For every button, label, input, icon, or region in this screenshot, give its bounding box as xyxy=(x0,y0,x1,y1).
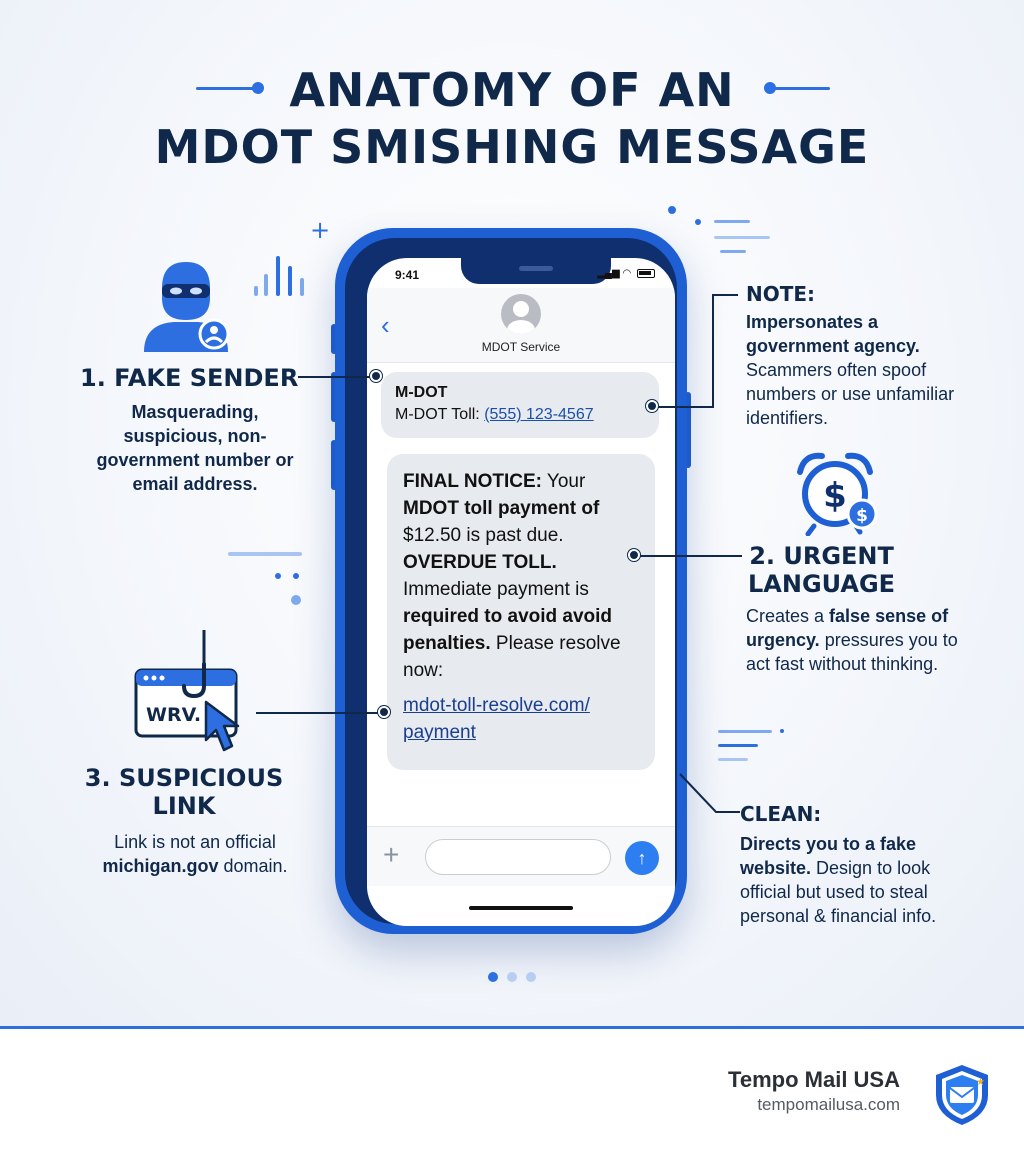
phishing-url-link[interactable]: mdot-toll-resolve.com/ payment xyxy=(403,695,590,743)
phone-notch xyxy=(461,258,611,284)
clean-desc: Directs you to a fake website. Design to… xyxy=(740,832,980,928)
suspicious-link-heading: 3. SUSPICIOUS LINK xyxy=(84,764,284,820)
cellular-signal-icon: ▂▄▆ xyxy=(597,268,620,279)
connector-fake-sender xyxy=(298,376,378,378)
page-title: ANATOMY OF AN MDOT SMISHING MESSAGE xyxy=(0,62,1024,176)
pager-dot-active xyxy=(488,972,498,982)
toll-payment-text: MDOT toll payment of xyxy=(403,498,600,519)
message-bubble-main: FINAL NOTICE: Your MDOT toll payment of … xyxy=(387,454,655,770)
masked-hacker-icon xyxy=(144,262,230,352)
message-bubble-sender: M-DOT M-DOT Toll: (555) 123-4567 xyxy=(381,372,659,438)
connector-dot-urgent xyxy=(628,549,640,561)
svg-text:$: $ xyxy=(856,506,868,526)
wifi-icon: ◠ xyxy=(622,268,632,279)
phone-volume-up xyxy=(331,372,337,422)
urgent-heading-line2: LANGUAGE xyxy=(748,570,896,598)
phone-side-button xyxy=(331,324,337,354)
title-line-2: MDOT SMISHING MESSAGE xyxy=(154,120,870,174)
suspicious-link-desc-bold: michigan.gov xyxy=(102,856,219,876)
connector-dot-suspicious-link xyxy=(378,706,390,718)
suspicious-link-desc: Link is not an official michigan.gov dom… xyxy=(82,830,308,878)
amount-text: $12.50 is past due. xyxy=(403,525,564,546)
conversation-header: ‹ MDOT Service xyxy=(367,288,675,363)
urgent-desc: Creates a false sense of urgency. pressu… xyxy=(746,604,978,676)
overdue-text: OVERDUE TOLL. xyxy=(403,552,557,573)
pager-dot xyxy=(526,972,536,982)
immediate-text: Immediate payment is xyxy=(403,579,589,600)
urgent-desc-a: Creates a xyxy=(746,606,830,626)
svg-text:$: $ xyxy=(823,476,847,516)
plus-icon[interactable]: + xyxy=(383,839,400,870)
phone-bezel: 9:41 ▂▄▆ ◠ ‹ MDOT Service M-DOT M-DOT To… xyxy=(345,238,677,926)
clean-heading: CLEAN: xyxy=(740,802,822,826)
pager-dot xyxy=(507,972,517,982)
sender-toll-line: M-DOT Toll: (555) 123-4567 xyxy=(395,404,645,426)
signal-bars-decoration: + xyxy=(254,216,330,296)
message-body: FINAL NOTICE: Your MDOT toll payment of … xyxy=(403,468,639,684)
note-desc-bold: Impersonates a government agency. xyxy=(746,312,920,356)
clean-desc-bold: Directs you to a fake website. xyxy=(740,834,917,878)
connector-dot-fake-sender xyxy=(370,370,382,382)
back-chevron-icon[interactable]: ‹ xyxy=(381,310,390,340)
title-dot-left xyxy=(252,82,264,94)
phone-frame: 9:41 ▂▄▆ ◠ ‹ MDOT Service M-DOT M-DOT To… xyxy=(335,228,687,934)
connector-dot-note xyxy=(646,400,658,412)
shield-envelope-logo-icon: ★ xyxy=(936,1065,988,1125)
suspicious-link-heading-line1: 3. SUSPICIOUS xyxy=(84,764,284,792)
brand-site-link[interactable]: tempomailusa.com xyxy=(757,1095,900,1114)
final-notice-text: FINAL NOTICE: xyxy=(403,471,542,492)
note-desc-rest: Scammers often spoof numbers or use unfa… xyxy=(746,360,955,428)
title-rule-left xyxy=(196,87,258,90)
status-time: 9:41 xyxy=(395,268,420,282)
connector-clean xyxy=(679,773,740,813)
status-icons: ▂▄▆ ◠ xyxy=(597,268,655,279)
svg-text:+: + xyxy=(310,216,330,244)
browser-hook-cursor-icon: WRV. xyxy=(134,630,240,752)
sender-id: M-DOT xyxy=(395,384,448,401)
connector-note-vertical xyxy=(712,294,714,408)
msg-text-1: Your xyxy=(541,471,586,492)
urgent-heading-line1: 2. URGENT xyxy=(749,542,894,570)
urgent-heading: 2. URGENT LANGUAGE xyxy=(748,542,895,598)
footer: Tempo Mail USA tempomailusa.com ★ xyxy=(0,1026,1024,1154)
battery-icon xyxy=(637,268,655,278)
fake-sender-heading: 1. FAKE SENDER xyxy=(80,364,299,392)
suspicious-link-desc-a: Link is not an official xyxy=(114,832,276,852)
fake-sender-desc: Masquerading, suspicious, non-government… xyxy=(96,402,294,494)
link-icon-text: WRV. xyxy=(146,704,201,726)
suspicious-link-heading-line2: LINK xyxy=(152,792,216,820)
phone-power-button xyxy=(685,392,691,468)
connector-note-top xyxy=(712,294,738,296)
send-arrow-icon[interactable]: ↑ xyxy=(625,841,659,875)
contact-avatar[interactable] xyxy=(501,294,541,334)
home-indicator xyxy=(469,906,573,910)
connector-note-bottom xyxy=(654,406,714,408)
clean-desc-rest: Design to look official but used to stea… xyxy=(740,858,937,926)
phone-screen: 9:41 ▂▄▆ ◠ ‹ MDOT Service M-DOT M-DOT To… xyxy=(367,258,675,926)
contact-name: MDOT Service xyxy=(481,340,561,354)
penalties-text: required to avoid avoid penalties. xyxy=(403,606,613,654)
suspicious-link-desc-rest: domain. xyxy=(218,856,288,876)
resolve-text: Please resolve now: xyxy=(403,633,621,681)
phone-volume-down xyxy=(331,440,337,490)
message-input[interactable] xyxy=(425,839,611,875)
note-desc: Impersonates a government agency. Scamme… xyxy=(746,310,986,430)
brand-name: Tempo Mail USA xyxy=(728,1067,900,1092)
connector-urgent xyxy=(640,555,742,557)
dots-lines-decoration xyxy=(668,206,770,253)
spoofed-phone-link[interactable]: (555) 123-4567 xyxy=(484,406,594,423)
svg-text:★: ★ xyxy=(976,1077,985,1088)
dots-lines-decoration-left xyxy=(228,552,302,605)
title-line-1: ANATOMY OF AN xyxy=(289,63,735,117)
urgent-desc-bold: false sense of urgency. xyxy=(746,606,949,650)
title-rule-right xyxy=(770,87,830,90)
connector-suspicious-link xyxy=(256,712,382,714)
lines-decoration-right xyxy=(718,729,784,761)
toll-label: M-DOT Toll: xyxy=(395,406,485,423)
note-heading: NOTE: xyxy=(746,282,816,306)
message-composer: + ↑ xyxy=(367,826,675,886)
alarm-clock-dollar-icon: $ $ xyxy=(797,452,878,536)
urgent-desc-rest: pressures you to act fast without thinki… xyxy=(746,630,958,674)
